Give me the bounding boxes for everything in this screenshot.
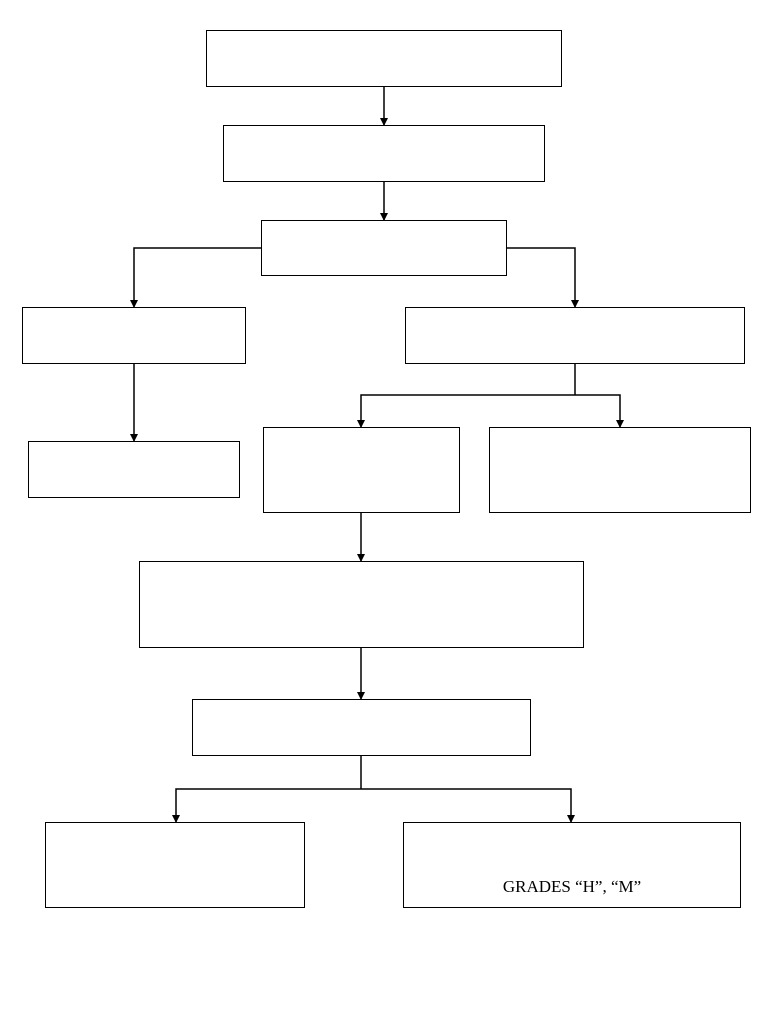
flow-box-5-right [489,427,751,513]
flow-box-1 [206,30,562,87]
flow-box-4-right [405,307,745,364]
arrow-box7-to-box8-right [361,788,575,823]
flow-box-8-right-label: GRADES “H”, “M” [502,877,642,896]
flow-box-5-left [28,441,240,498]
flow-box-4-left [22,307,246,364]
flow-box-7 [192,699,531,756]
arrow-box4right-to-box5middle [357,394,575,428]
arrow-box7-to-box8-left [172,788,361,823]
flow-box-3 [261,220,507,276]
flow-box-6 [139,561,584,648]
flow-box-8-left [45,822,305,908]
arrow-box3-to-box4-right [506,247,579,308]
flow-box-5-middle [263,427,460,513]
flow-box-8-right: GRADES “H”, “M” [403,822,741,908]
arrow-box4right-to-box5right [575,394,624,428]
flow-box-2 [223,125,545,182]
arrow-box3-to-box4-left [130,247,262,308]
